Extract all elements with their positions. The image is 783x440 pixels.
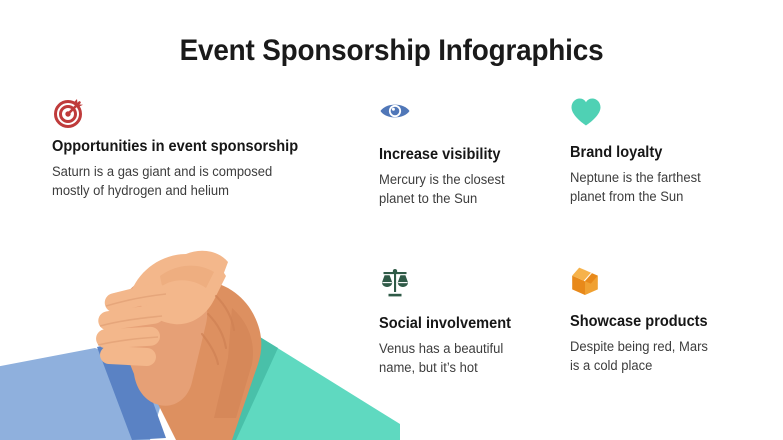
feature-body-line: planet from the Sun [570,189,684,204]
feature-body: Saturn is a gas giant and is composed mo… [52,162,343,200]
feature-body-line: planet to the Sun [379,191,478,206]
feature-body: Mercury is the closest planet to the Sun [379,170,563,208]
handshake-illustration [0,248,400,440]
feature-heading: Brand loyalty [570,144,663,161]
feature-body-line: Mercury is the closest [379,172,505,187]
scales-icon [379,268,569,302]
target-icon [52,95,352,129]
feature-body: Neptune is the farthest planet from the … [570,168,759,206]
feature-heading: Increase visibility [379,146,501,163]
feature-item-visibility: Increase visibility Mercury is the close… [379,99,569,208]
feature-body-line: Neptune is the farthest [570,170,701,185]
feature-heading: Social involvement [379,315,511,332]
feature-item-loyalty: Brand loyalty Neptune is the farthest pl… [570,97,765,206]
heart-icon [570,97,765,131]
eye-icon [379,99,569,133]
feature-item-social: Social involvement Venus has a beautiful… [379,268,569,377]
feature-heading: Opportunities in event sponsorship [52,138,299,155]
feature-body-line: name, but it’s hot [379,360,478,375]
feature-body: Despite being red, Mars is a cold place [570,337,759,375]
feature-body-line: is a cold place [570,358,653,373]
feature-body: Venus has a beautiful name, but it’s hot [379,339,563,377]
page-title: Event Sponsorship Infographics [179,34,604,67]
feature-item-opportunities: Opportunities in event sponsorship Satur… [52,95,352,200]
feature-body-line: mostly of hydrogen and helium [52,183,229,198]
feature-item-showcase: Showcase products Despite being red, Mar… [570,266,765,375]
package-box-icon [570,266,765,300]
feature-body-line: Saturn is a gas giant and is composed [52,164,273,179]
feature-heading: Showcase products [570,313,708,330]
feature-body-line: Venus has a beautiful [379,341,504,356]
feature-body-line: Despite being red, Mars [570,339,708,354]
